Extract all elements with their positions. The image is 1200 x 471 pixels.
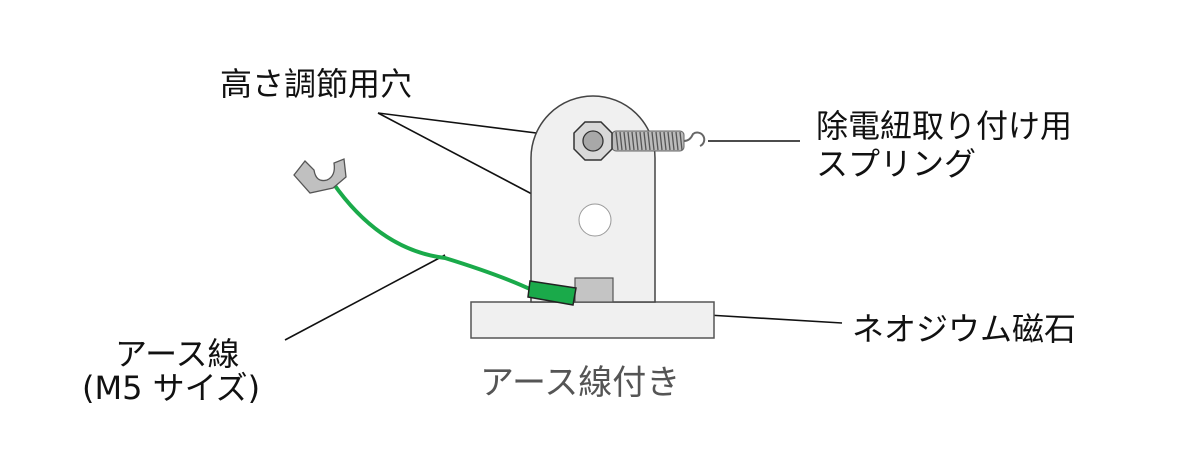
label-spring-line2: スプリング [816, 145, 977, 183]
spring-coil [675, 131, 679, 151]
label-earth-size: (M5 サイズ) [82, 369, 261, 407]
spring-coil [671, 131, 675, 151]
spring-coil [643, 131, 647, 151]
spring-coil [655, 131, 659, 151]
label-height-adjust-hole: 高さ調節用穴 [220, 65, 413, 103]
spring [611, 130, 706, 152]
label-spring-line1: 除電紐取り付け用 [816, 107, 1073, 145]
terminal-block [574, 277, 614, 303]
spring-coil [651, 131, 655, 151]
neodymium-magnet [470, 301, 715, 339]
bolt-head [582, 130, 604, 152]
spring-coil [631, 131, 635, 151]
spring-coil [659, 131, 663, 151]
spring-coil [627, 131, 631, 151]
height-adjust-hole [578, 203, 612, 237]
spring-coil [619, 131, 623, 151]
wire-connector [527, 280, 577, 306]
caption: アース線付き [480, 363, 681, 403]
label-earth-wire: アース線 [115, 335, 240, 373]
spring-coil [623, 131, 627, 151]
leader-line-magnet [707, 314, 843, 324]
spring-coil [679, 131, 683, 151]
earth-wire [331, 181, 533, 292]
spring-coil [667, 131, 671, 151]
spring-coil [615, 131, 619, 151]
label-magnet: ネオジウム磁石 [852, 310, 1077, 348]
spring-coil [639, 131, 643, 151]
spring-coil [663, 131, 667, 151]
leader-line-earth [284, 254, 446, 341]
spring-coil [647, 131, 651, 151]
spring-coil [635, 131, 639, 151]
spring-hook [683, 131, 706, 147]
m5-lug-terminal [293, 158, 347, 194]
